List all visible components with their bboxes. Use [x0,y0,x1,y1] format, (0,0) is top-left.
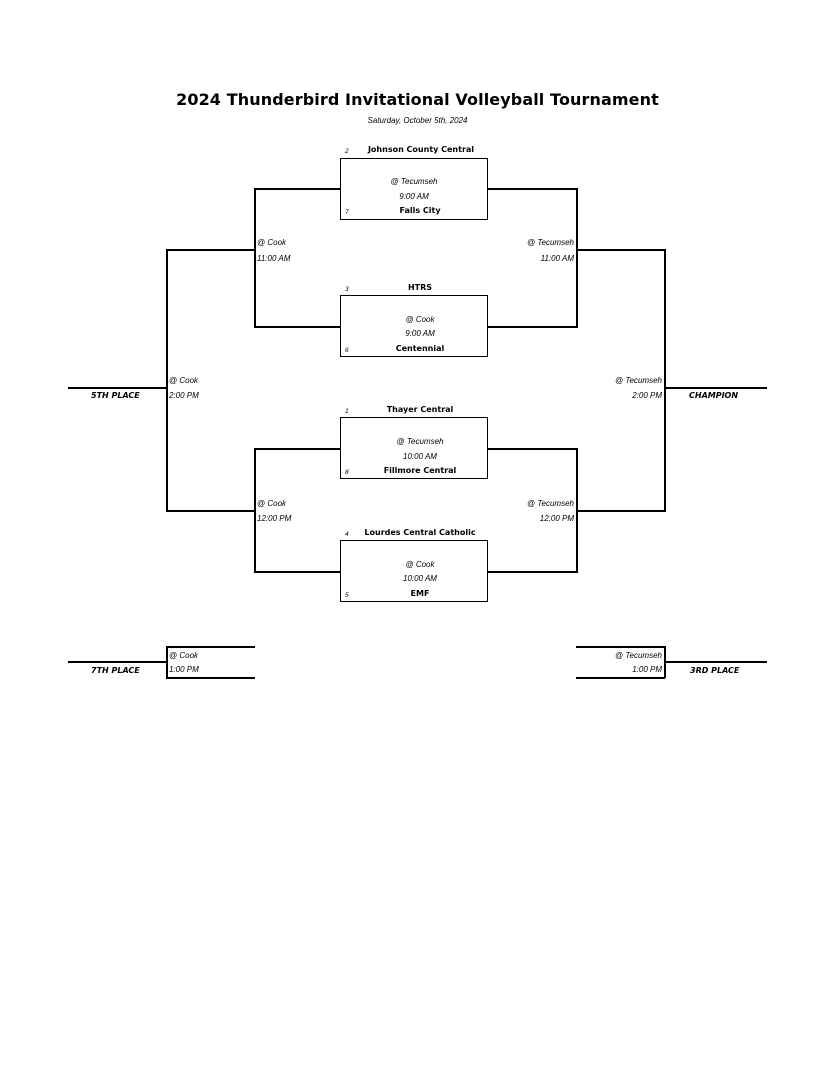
match-time: 1:00 PM [169,665,199,674]
team-name: HTRS [407,283,433,292]
match-time: 2:00 PM [632,391,662,400]
page-subtitle: Saturday, October 5th, 2024 [367,116,468,125]
seed-label: 5 [345,592,349,599]
match-time: 1:00 PM [632,665,662,674]
match-box [340,158,488,220]
fifth-place-label: 5TH PLACE [91,391,140,400]
match-location: @ Cook [257,499,287,508]
match-time: 11:00 AM [540,254,574,263]
seventh-place-label: 7TH PLACE [91,666,140,675]
match-time: 2:00 PM [169,391,199,400]
seed-label: 2 [345,148,349,155]
match-location: @ Cook [169,376,199,385]
match-location: @ Cook [169,651,199,660]
team-name: EMF [410,589,430,598]
team-name: Thayer Central [386,405,454,414]
team-name: Lourdes Central Catholic [364,528,476,537]
match-time: 9:00 AM [399,192,429,201]
match-box [340,540,488,602]
match-location: @ Tecumseh [527,499,574,508]
seed-label: 7 [345,209,349,216]
match-time: 10:00 AM [403,574,437,583]
match-time: 9:00 AM [405,329,435,338]
third-place-label: 3RD PLACE [690,666,740,675]
match-box [340,417,488,479]
match-location: @ Tecumseh [615,651,662,660]
page-title: 2024 Thunderbird Invitational Volleyball… [176,90,659,109]
match-time: 12:00 PM [539,514,574,523]
match-time: 10:00 AM [403,452,437,461]
match-location: @ Cook [405,560,435,569]
seed-label: 4 [345,531,349,538]
match-time: 12:00 PM [257,514,292,523]
match-location: @ Cook [405,315,435,324]
seed-label: 8 [345,469,349,476]
match-time: 11:00 AM [257,254,291,263]
match-location: @ Cook [257,238,287,247]
match-location: @ Tecumseh [527,238,574,247]
seed-label: 3 [345,286,349,293]
team-name: Johnson County Central [367,145,475,154]
team-name: Falls City [399,206,441,215]
match-location: @ Tecumseh [390,177,438,186]
match-location: @ Tecumseh [615,376,662,385]
match-box [340,295,488,357]
match-location: @ Tecumseh [396,437,444,446]
team-name: Fillmore Central [383,466,457,475]
seed-label: 1 [345,408,349,415]
seed-label: 6 [345,347,349,354]
champion-label: CHAMPION [689,391,739,400]
team-name: Centennial [395,344,445,353]
